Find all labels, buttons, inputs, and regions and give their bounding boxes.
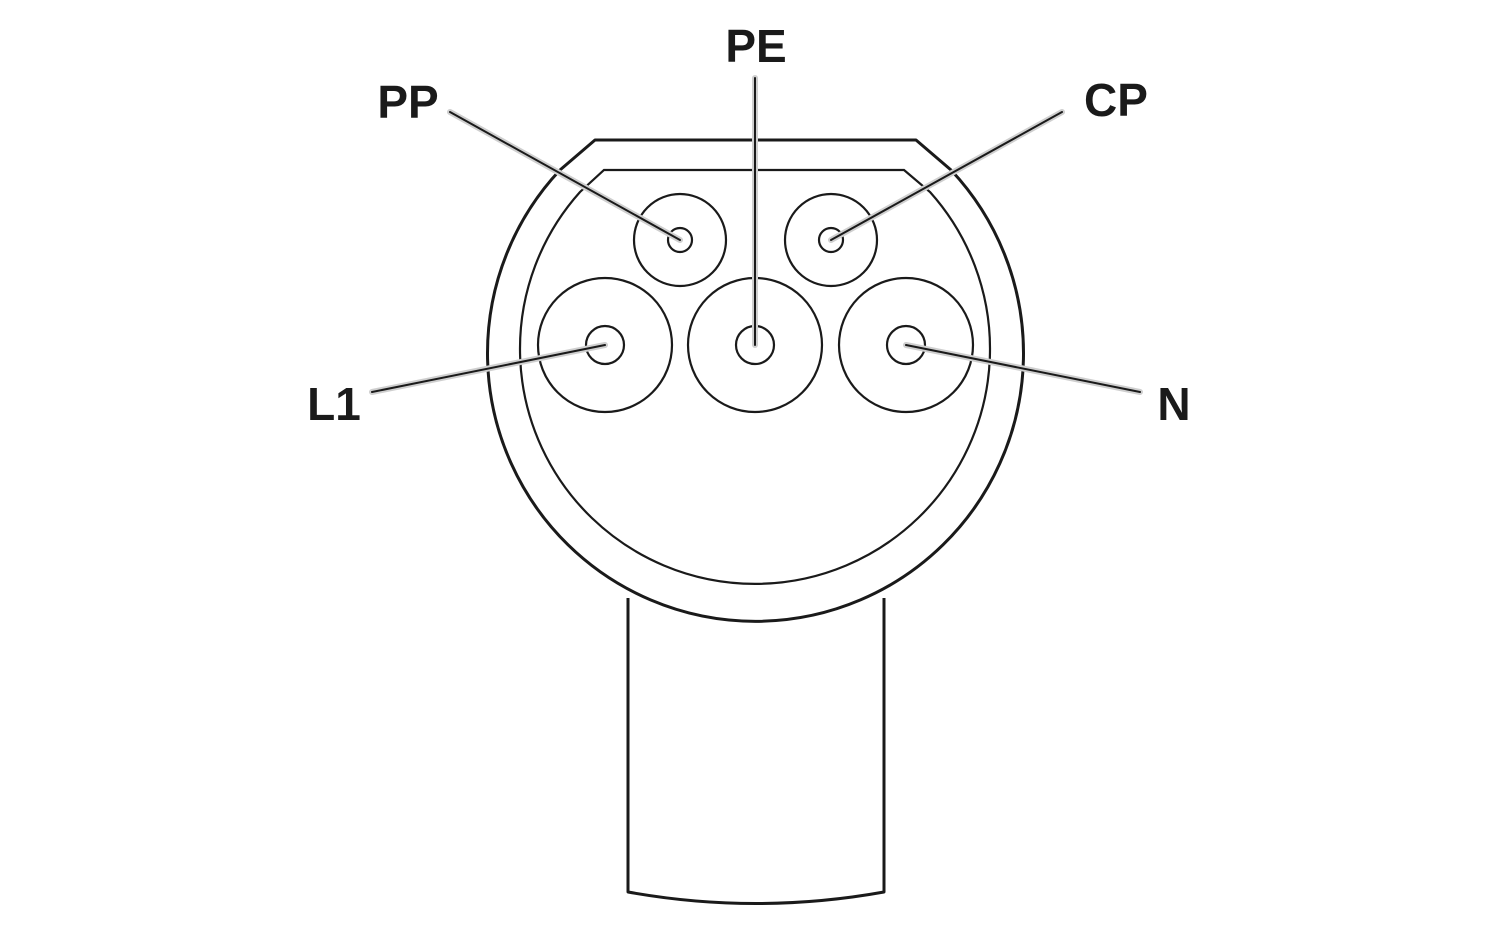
pin-label-n: N [1157, 378, 1190, 430]
socket-pp [632, 192, 728, 288]
leader-line-pp [447, 109, 683, 243]
socket-l1 [536, 276, 674, 414]
socket-cp [783, 192, 879, 288]
connector-handle [626, 598, 886, 905]
leader-line-n [903, 342, 1143, 395]
pin-label-pp: PP [377, 76, 438, 128]
connector-face-inner [518, 168, 992, 585]
leader-line-l1 [369, 342, 608, 395]
leader-line-cp [828, 109, 1065, 243]
pin-label-cp: CP [1084, 74, 1148, 126]
pin-label-pe: PE [725, 20, 786, 72]
pin-label-l1: L1 [307, 378, 361, 430]
connector-housing-outer [486, 138, 1025, 623]
socket-n [837, 276, 975, 414]
